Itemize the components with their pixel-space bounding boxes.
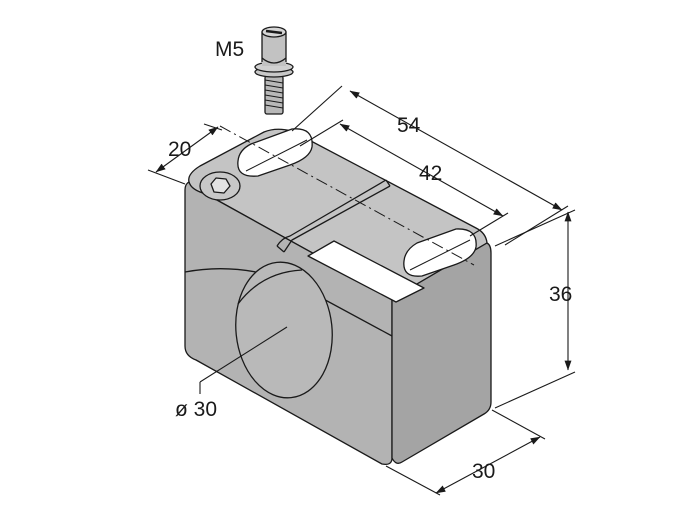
screw-thread-label: M5: [215, 38, 244, 61]
slot-right: [403, 228, 477, 277]
dimension-36-label: 36: [549, 283, 572, 306]
clamp-body: [184, 128, 492, 466]
screw: [254, 26, 294, 115]
dimension-36: [494, 209, 576, 409]
dimension-bore-label: ø 30: [175, 398, 217, 421]
center-line: [219, 125, 475, 266]
label-window: [307, 240, 425, 303]
dimension-54-label: 54: [397, 114, 421, 137]
clamp-bore: [235, 261, 333, 399]
dimension-42-label: 42: [419, 162, 442, 185]
dimension-30-label: 30: [472, 460, 495, 483]
dimension-bore: [199, 326, 288, 394]
slot-left: [237, 128, 313, 177]
dimension-30: [385, 409, 546, 496]
dimension-20: [147, 123, 223, 185]
dimension-20-label: 20: [168, 138, 191, 161]
socket-head-screw: [199, 171, 241, 201]
dimension-42: [299, 119, 509, 237]
